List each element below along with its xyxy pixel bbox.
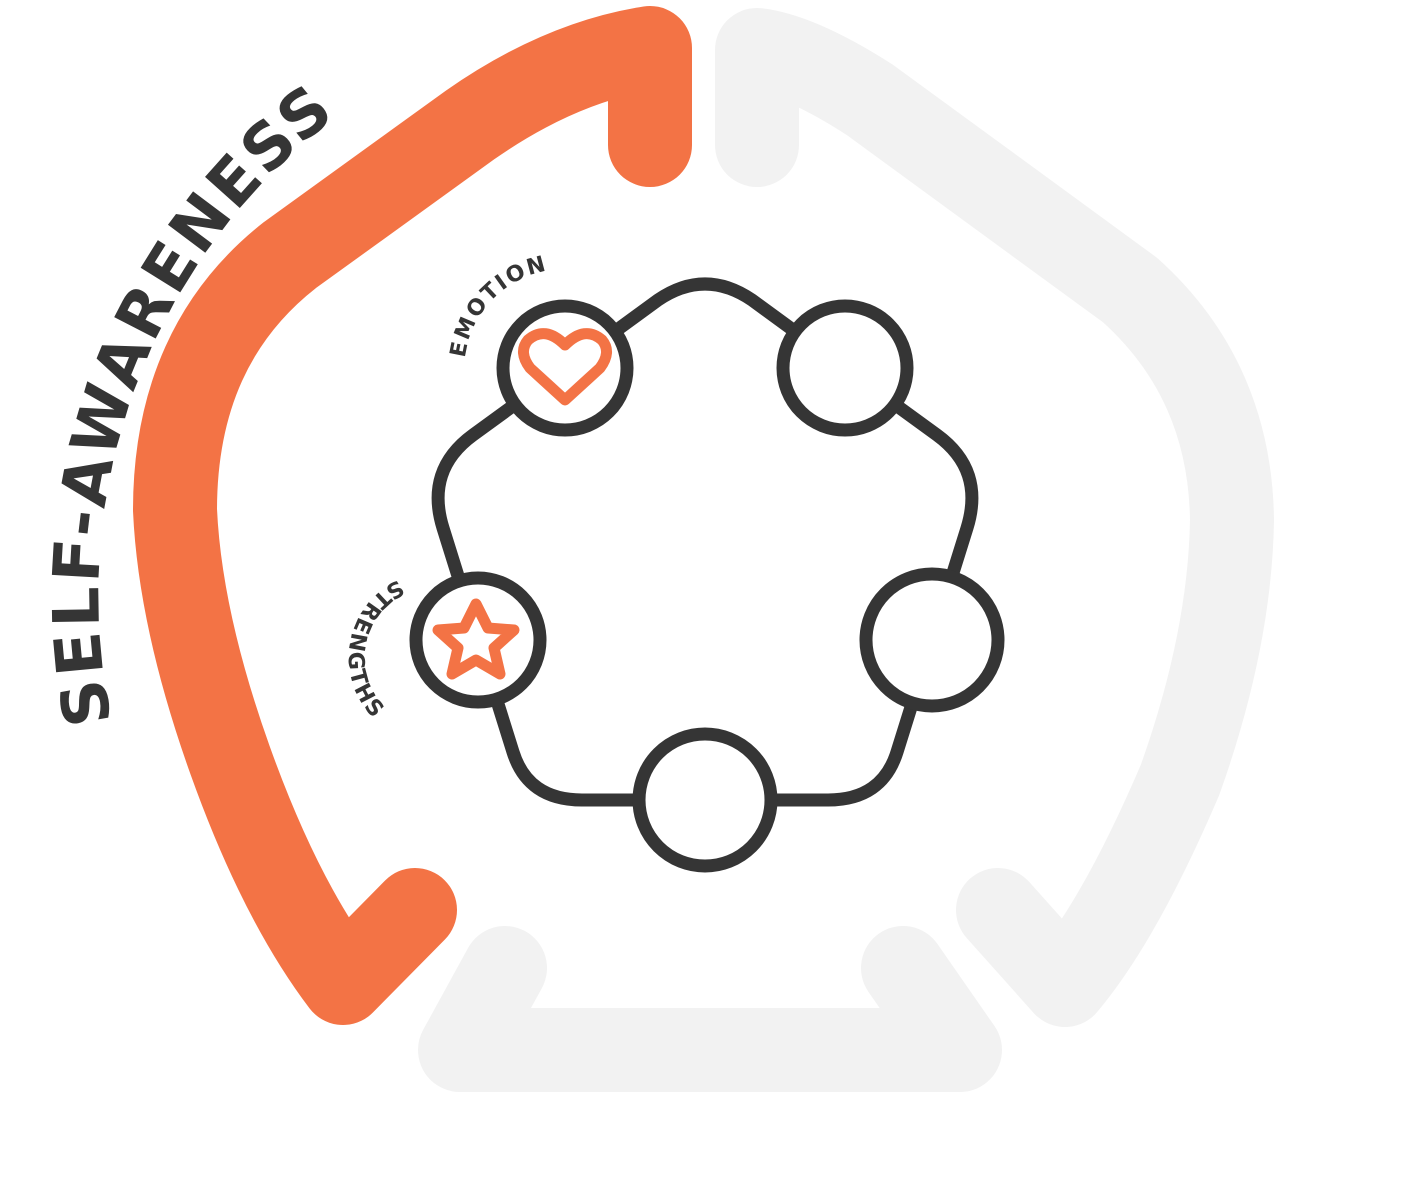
star-icon xyxy=(432,598,520,680)
node-bottom[interactable] xyxy=(632,727,778,873)
node-right[interactable] xyxy=(859,567,1005,713)
node-strengths[interactable] xyxy=(409,571,547,709)
heart-icon xyxy=(518,328,612,406)
node-top-right[interactable] xyxy=(776,299,914,437)
node-label-strengths: STRENGTHS xyxy=(342,574,407,724)
node-emotion[interactable] xyxy=(496,299,634,437)
outer-segment-top-right xyxy=(715,8,1274,1027)
inner-ring xyxy=(431,277,979,807)
outer-segment-self-awareness[interactable] xyxy=(133,6,692,1025)
outer-segment-bottom xyxy=(418,926,1002,1092)
